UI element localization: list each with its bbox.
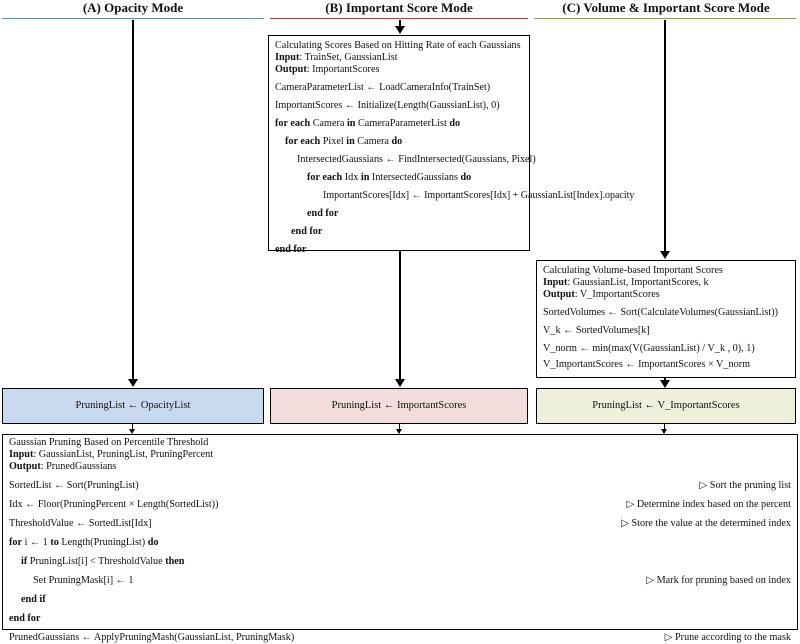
connector-c (664, 424, 665, 430)
arrow-shaft-b-top (399, 20, 401, 26)
prune-line: SortedList ← Sort(PruningList)▷ Sort the… (9, 480, 791, 491)
vol-line: V_ImportantScores ← ImportantScores × V_… (543, 359, 751, 370)
algo-line: CameraParameterList ← LoadCameraInfo(Tra… (275, 82, 491, 93)
algo-output: Output: ImportantScores (275, 64, 380, 75)
pruning-list-opacity-box: PruningList ← OpacityList (2, 388, 264, 424)
arrow-head-b-top (395, 26, 405, 34)
algo-line: for each Camera in CameraParameterList d… (275, 118, 461, 129)
prune-line: PrunedGaussians ← ApplyPruningMash(Gauss… (9, 632, 791, 643)
arrow-head-b (395, 379, 405, 387)
prune-output: Output: PrunedGaussians (9, 461, 117, 472)
vol-line: SortedVolumes ← Sort(CalculateVolumes(Ga… (543, 307, 779, 318)
arrow-shaft-c (664, 378, 666, 380)
algo-line: IntersectedGaussians ← FindIntersected(G… (297, 154, 536, 165)
header-opacity-mode: (A) Opacity Mode (82, 0, 184, 15)
vol-output: Output: V_ImportantScores (543, 289, 660, 300)
header-underline-c (534, 18, 796, 19)
pruning-list-important-scores-box: PruningList ← ImportantScores (270, 388, 528, 424)
prune-comment: ▷ Store the value at the determined inde… (621, 518, 791, 529)
hitting-rate-algorithm-box: Calculating Scores Based on Hitting Rate… (268, 35, 635, 255)
vol-line: V_norm ← min(max(V(GaussianList) / V_k ,… (543, 343, 755, 354)
vol-input: Input: GaussianList, ImportantScores, k (543, 277, 709, 288)
algo-input: Input: TrainSet, GaussianList (275, 52, 398, 63)
prune-line: Idx ← Floor(PruningPercent × Length(Sort… (9, 499, 791, 510)
connector-c-head (661, 429, 667, 434)
algo-line: for each Pixel in Camera do (285, 136, 403, 147)
header-volume-important-score-mode: (C) Volume & Important Score Mode (562, 0, 770, 15)
prune-end-for: end for (9, 613, 41, 624)
prune-comment: ▷ Sort the pruning list (699, 480, 791, 491)
algo-end-for: end for (291, 226, 323, 237)
algo-end-for: end for (275, 244, 307, 255)
arrow-head-c (660, 380, 670, 388)
connector-b (399, 424, 400, 430)
arrow-shaft-c-top (664, 20, 666, 251)
arrow-shaft-b (399, 251, 401, 380)
pruning-list-v-important-scores-box: PruningList ← V_ImportantScores (536, 388, 796, 424)
volume-algorithm-box: Calculating Volume-based Important Score… (536, 260, 796, 378)
algo-end-for: end for (307, 208, 339, 219)
prune-line: ThresholdValue ← SortedList[Idx]▷ Store … (9, 518, 791, 529)
connector-a-head (129, 429, 135, 434)
prune-comment: ▷ Mark for pruning based on index (646, 575, 791, 586)
prune-title: Gaussian Pruning Based on Percentile Thr… (9, 437, 209, 448)
arrow-shaft-a (132, 20, 134, 380)
connector-b-head (396, 429, 402, 434)
prune-line: if PruningList[i] < ThresholdValue then (21, 556, 185, 567)
prune-input: Input: GaussianList, PruningList, Prunin… (9, 449, 214, 460)
algo-line: ImportantScores[Idx] ← ImportantScores[I… (323, 190, 635, 201)
algo-line: for each Idx in IntersectedGaussians do (307, 172, 472, 183)
header-important-score-mode: (B) Important Score Mode (325, 0, 473, 15)
prune-end-if: end if (21, 594, 46, 605)
vol-line: V_k ← SortedVolumes[k] (543, 325, 650, 336)
algo-line: ImportantScores ← Initialize(Length(Gaus… (275, 100, 500, 111)
header-underline-a (2, 18, 264, 19)
percentile-pruning-algorithm-box: Gaussian Pruning Based on Percentile Thr… (2, 434, 798, 643)
arrow-head-c-top (660, 251, 670, 259)
connector-a (132, 424, 133, 430)
arrow-head-a (128, 379, 138, 387)
header-underline-b (270, 18, 528, 19)
prune-comment: ▷ Prune according to the mask (664, 632, 791, 643)
prune-line: for i ← 1 to Length(PruningList) do (9, 537, 159, 548)
algo-title: Calculating Scores Based on Hitting Rate… (275, 40, 521, 51)
prune-comment: ▷ Determine index based on the percent (626, 499, 791, 510)
vol-title: Calculating Volume-based Important Score… (543, 265, 723, 276)
prune-line: Set PruningMask[i] ← 1▷ Mark for pruning… (33, 575, 791, 586)
